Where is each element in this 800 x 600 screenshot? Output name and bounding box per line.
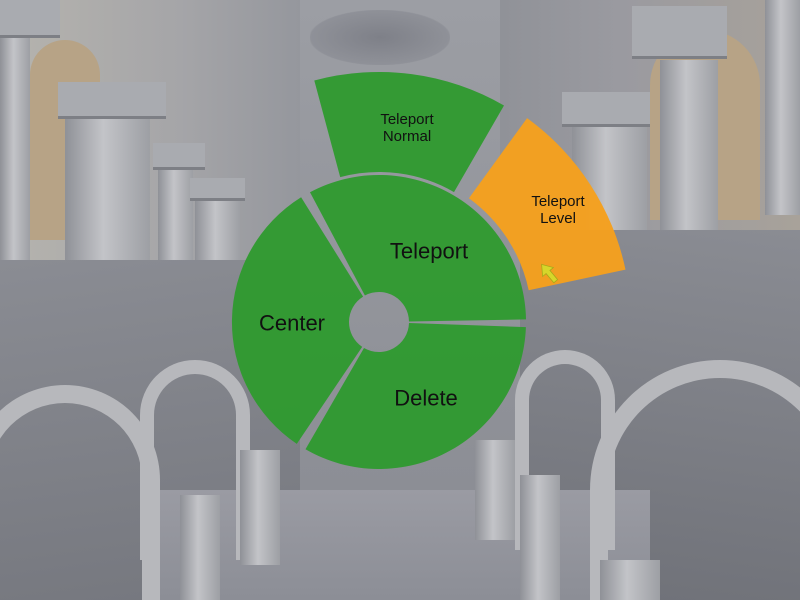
wall-relief-carving bbox=[310, 10, 450, 65]
column-capital bbox=[0, 0, 60, 38]
column bbox=[520, 475, 560, 600]
menu-label-center: Center bbox=[258, 310, 326, 336]
column-capital bbox=[153, 143, 205, 170]
column bbox=[180, 495, 220, 600]
arrow-cursor-icon bbox=[541, 263, 559, 284]
menu-label-line: Level bbox=[540, 210, 576, 227]
menu-label-delete: Delete bbox=[394, 385, 458, 411]
column bbox=[765, 0, 800, 215]
column bbox=[600, 560, 660, 600]
column bbox=[0, 30, 30, 260]
menu-segment-delete[interactable] bbox=[305, 323, 526, 469]
menu-segment-teleport[interactable] bbox=[310, 174, 526, 322]
menu-segment-center[interactable] bbox=[231, 197, 364, 444]
column-capital bbox=[58, 82, 166, 119]
column bbox=[65, 110, 150, 280]
column bbox=[660, 60, 718, 245]
column-capital bbox=[190, 178, 245, 201]
menu-label-teleport-normal: Teleport Normal bbox=[380, 111, 433, 146]
menu-segment-teleport-level[interactable] bbox=[468, 118, 626, 291]
column bbox=[475, 440, 515, 540]
column-capital bbox=[562, 92, 650, 127]
column bbox=[240, 450, 280, 565]
menu-label-teleport: Teleport bbox=[389, 238, 469, 264]
menu-segment-teleport-normal[interactable] bbox=[314, 71, 504, 193]
column-capital bbox=[632, 6, 727, 59]
menu-label-line: Teleport bbox=[380, 110, 434, 128]
menu-label-teleport-level: Teleport Level bbox=[531, 193, 584, 228]
menu-label-line: Teleport bbox=[531, 192, 585, 210]
menu-label-line: Normal bbox=[382, 128, 432, 145]
